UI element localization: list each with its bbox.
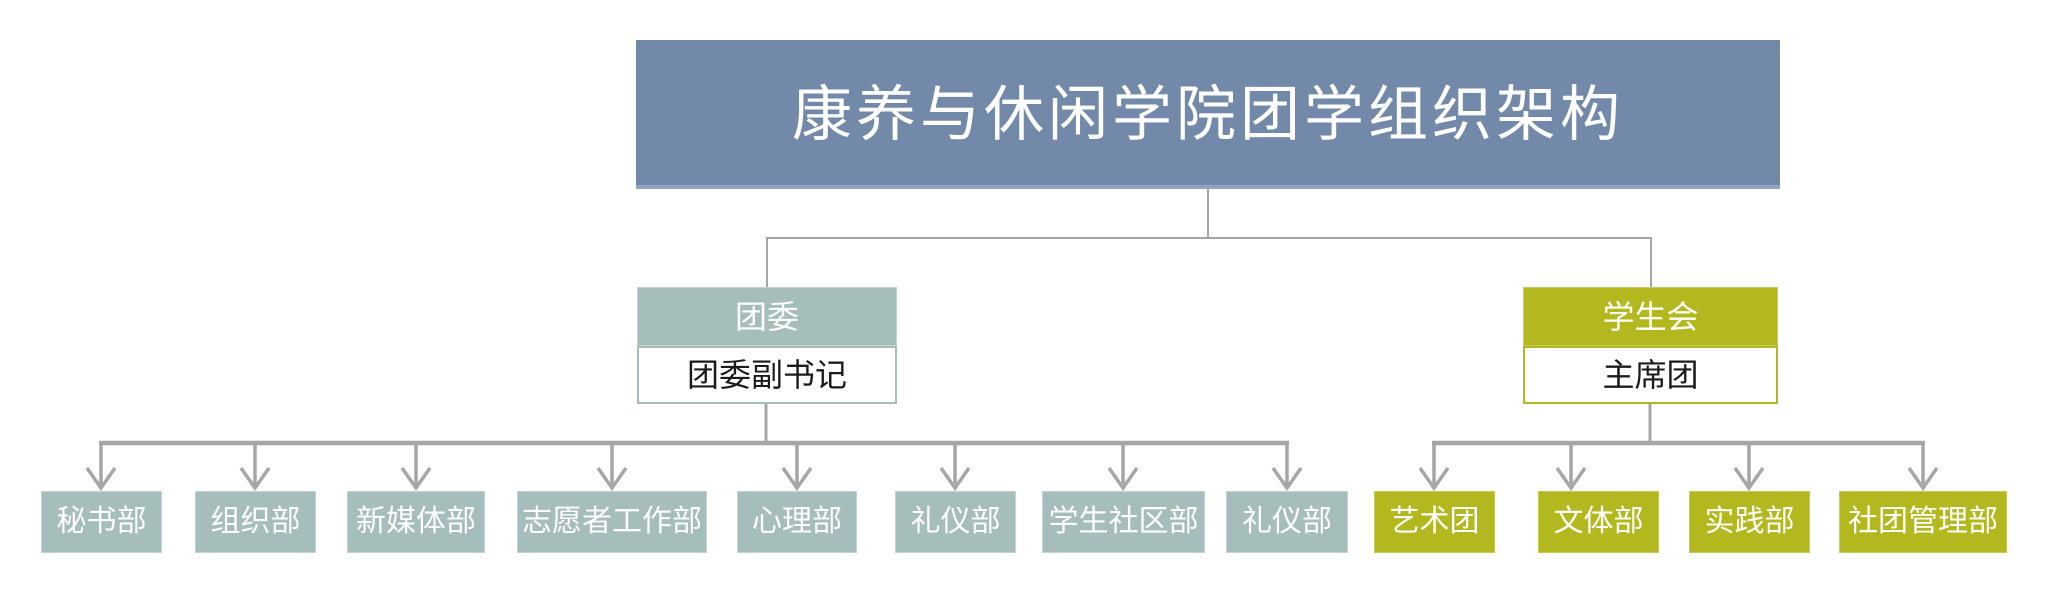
branch-drop-lines (764, 404, 1652, 445)
dept-box-new-media: 新媒体部 (347, 491, 485, 553)
branch-committee-leader: 团委副书记 (637, 346, 897, 404)
arrow-down-icon (1107, 443, 1139, 492)
dept-box-volunteer-work: 志愿者工作部 (517, 491, 707, 553)
top-connector (766, 189, 1652, 287)
dept-box-secretariat: 秘书部 (41, 491, 162, 553)
dept-box-etiquette-2: 礼仪部 (1226, 491, 1348, 553)
arrow-down-icon (1271, 443, 1303, 492)
arrow-down-icon (781, 443, 813, 492)
dept-box-club-management: 社团管理部 (1839, 491, 2007, 553)
dept-box-etiquette-1: 礼仪部 (895, 491, 1016, 553)
branch-union-leader: 主席团 (1523, 346, 1778, 404)
dept-box-student-community: 学生社区部 (1042, 491, 1205, 553)
branch-committee-header: 团委 (637, 287, 897, 346)
arrow-down-icon (1418, 443, 1450, 492)
arrow-down-icon (596, 443, 628, 492)
arrow-down-icon (1907, 443, 1939, 492)
dept-box-culture-sports: 文体部 (1538, 491, 1659, 553)
chart-title: 康养与休闲学院团学组织架构 (636, 40, 1780, 189)
dept-box-practice: 实践部 (1689, 491, 1810, 553)
branch-union-header: 学生会 (1523, 287, 1778, 346)
arrow-down-icon (400, 443, 432, 492)
arrow-down-icon (85, 443, 117, 492)
arrow-down-icon (1555, 443, 1587, 492)
dept-box-psychology: 心理部 (737, 491, 857, 553)
arrow-down-icon (1733, 443, 1765, 492)
dept-box-organization: 组织部 (195, 491, 316, 553)
arrow-down-icon (939, 443, 971, 492)
dept-box-art-troupe: 艺术团 (1374, 491, 1495, 553)
arrow-down-icon (239, 443, 271, 492)
